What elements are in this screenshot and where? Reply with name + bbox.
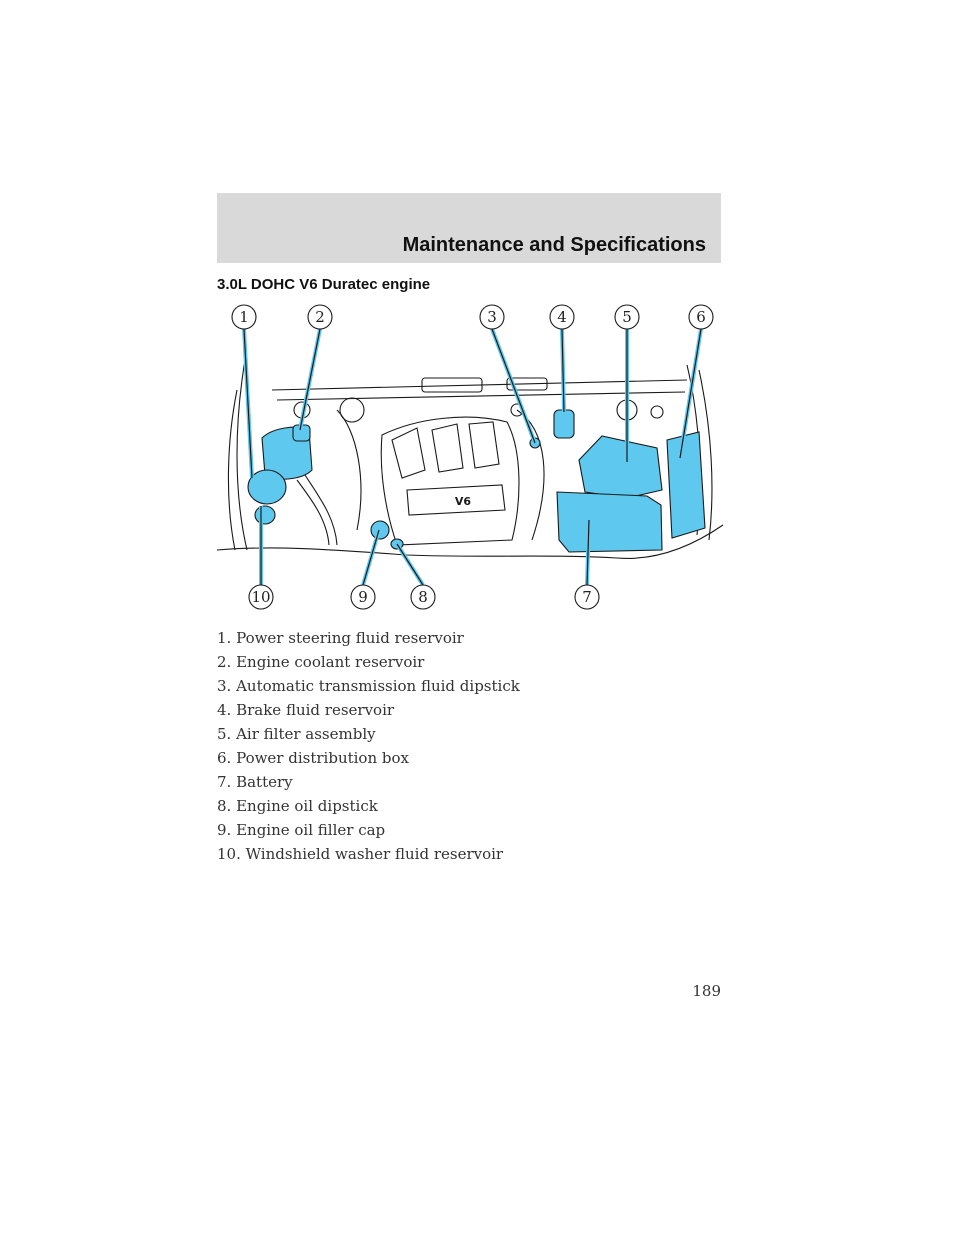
oil-filler-cap-shape [370,520,390,540]
legend-item: 5. Air filter assembly [217,725,376,743]
callout-leader-line [491,328,536,444]
callout-number: 4 [557,308,567,326]
legend-item: 1. Power steering fluid reservoir [217,629,464,647]
chapter-title: Maintenance and Specifications [402,234,706,256]
legend-item: 2. Engine coolant reservoir [217,653,425,671]
callout-number: 9 [358,588,368,606]
legend-item: 4. Brake fluid reservoir [217,701,395,719]
callout-circle [307,304,333,330]
callout-number: 3 [487,308,497,326]
callout-circle [410,584,436,610]
chapter-header: Maintenance and Specifications [217,193,721,263]
callout-circle [549,304,575,330]
callout-number: 7 [582,588,592,606]
component-legend: 1. Power steering fluid reservoir 2. Eng… [217,628,520,868]
engine-block [293,397,664,546]
legend-item: 8. Engine oil dipstick [217,797,378,815]
callout-circle [231,304,257,330]
callout-leader-line [396,543,424,586]
callout-circle [574,584,600,610]
legend-item: 6. Power distribution box [217,749,409,767]
callout-circle [350,584,376,610]
callout-markers: 1 2 3 4 5 6 10 9 8 7 [231,304,714,610]
engine-badge: V6 [455,495,472,508]
legend-item: 10. Windshield washer fluid reservoir [217,845,504,863]
callout-circle [614,304,640,330]
page-number: 189 [692,982,721,1000]
highlighted-components [247,409,706,553]
legend-item: 9. Engine oil filler cap [217,821,386,839]
power-distribution-box-shape [666,431,706,539]
legend-item: 7. Battery [217,773,293,791]
callout-leader-line [679,328,702,459]
power-steering-reservoir-shape [247,469,287,505]
battery-shape [556,491,663,553]
callout-circle [248,584,274,610]
callout-number: 10 [251,588,270,606]
washer-reservoir-cap-shape [254,505,276,525]
callout-circle [479,304,505,330]
callout-leader-line [362,529,380,586]
callout-number: 6 [696,308,706,326]
air-filter-shape [578,435,663,499]
callout-leader-line [586,519,590,586]
callout-leader-line [243,328,253,479]
callout-number: 1 [239,308,249,326]
engine-compartment-diagram: V6 1 2 3 4 5 6 10 9 8 7 [217,300,725,618]
callout-number: 8 [418,588,428,606]
callout-circle [688,304,714,330]
callout-number: 5 [622,308,632,326]
section-heading: 3.0L DOHC V6 Duratec engine [217,276,431,293]
callout-leader-line [299,328,321,431]
brake-reservoir-shape [553,409,575,439]
callout-leader-line [561,328,565,413]
callout-leader-lines [242,328,703,587]
legend-item: 3. Automatic transmission fluid dipstick [217,677,520,695]
callout-number: 2 [315,308,325,326]
